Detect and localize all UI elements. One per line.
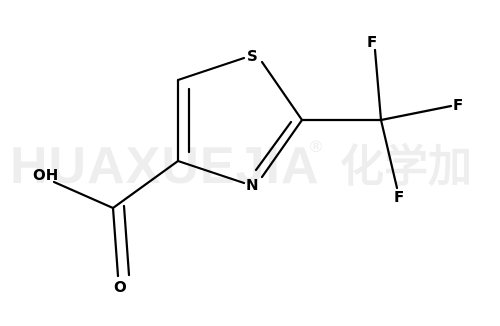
bond-c-o-double-b (122, 204, 131, 277)
bond-c-o-double-a (111, 206, 120, 278)
atom-nitrogen: N (246, 176, 259, 194)
atom-labels: S N F F F OH O (33, 33, 463, 296)
bond-n3-c4 (176, 159, 246, 185)
bond-c-f-bottom (379, 118, 399, 190)
bond-c2-n3-inner (254, 120, 293, 172)
bond-c4-cooh (111, 159, 180, 210)
atom-fluorine-top: F (367, 33, 377, 51)
atom-carbonyl-oxygen: O (114, 278, 127, 296)
bond-c5-s1 (176, 56, 246, 82)
watermark-registered-mark: ® (308, 137, 324, 156)
bond-c-f-top (373, 48, 383, 122)
watermark: HUAXUEJIA ® 化学加 (10, 137, 472, 195)
bond-c-oh (52, 180, 115, 210)
atom-hydroxyl: OH (33, 166, 58, 184)
atom-fluorine-right: F (453, 96, 463, 114)
watermark-cjk: 化学加 (340, 141, 472, 192)
atom-fluorine-bottom: F (394, 188, 404, 206)
atom-sulfur: S (247, 47, 258, 65)
bond-c-f-right (379, 104, 453, 122)
bonds (52, 48, 453, 278)
bond-s1-c2 (260, 60, 304, 122)
bond-c2-n3 (260, 118, 304, 179)
